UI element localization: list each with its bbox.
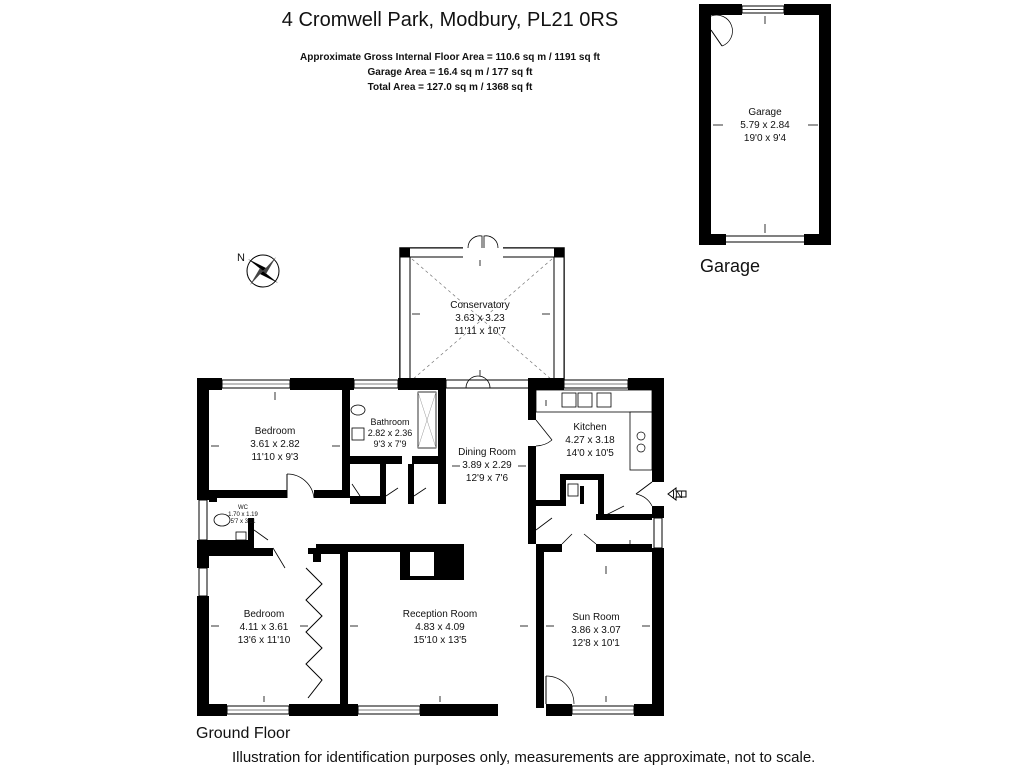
property-address-title: 4 Cromwell Park, Modbury, PL21 0RS <box>281 9 619 31</box>
entrance-arrow-icon: IN <box>667 487 687 501</box>
bathroom-metric: 2.82 x 2.36 <box>368 428 413 438</box>
ground-floor-walls <box>197 375 664 716</box>
wc-imperial: 5'7 x 3'11 <box>231 519 257 525</box>
compass-icon: N <box>237 252 280 288</box>
kitchen-worktop <box>535 389 653 413</box>
sunroom-label: Sun Room <box>572 612 619 623</box>
toilet-icon <box>350 404 366 416</box>
garage-wall-north-right <box>784 4 831 15</box>
kitchen-fixtures <box>535 389 653 471</box>
conservatory-door <box>467 235 483 249</box>
bedroom2-label: Bedroom <box>244 609 285 620</box>
bedroom2-imperial: 13'6 x 11'10 <box>238 635 291 646</box>
sunroom-metric: 3.86 x 3.07 <box>571 625 621 636</box>
garage-area: Garage Area = 16.4 sq m / 177 sq ft <box>367 67 533 78</box>
total-area: Total Area = 127.0 sq m / 1368 sq ft <box>367 82 533 93</box>
reception-imperial: 15'10 x 13'5 <box>413 635 467 646</box>
gross-internal-area: Approximate Gross Internal Floor Area = … <box>299 52 601 63</box>
basin-icon <box>351 427 365 441</box>
wc-metric: 1.70 x 1.19 <box>228 512 258 518</box>
entrance-label: IN <box>672 489 683 501</box>
wc-basin-icon <box>235 531 247 541</box>
bedroom1-metric: 3.61 x 2.82 <box>250 439 300 450</box>
sink-icon <box>561 392 577 408</box>
bedroom2-metric: 4.11 x 3.61 <box>240 622 289 633</box>
bedroom1-imperial: 11'10 x 9'3 <box>251 452 298 463</box>
wc-fixtures <box>213 513 247 541</box>
reception-label: Reception Room <box>403 609 477 620</box>
kitchen-metric: 4.27 x 3.18 <box>565 435 615 446</box>
garage-wall-north-left <box>699 4 742 15</box>
bathroom-label: Bathroom <box>370 417 409 427</box>
wc-label: WC <box>238 505 249 511</box>
garage-side-door <box>710 29 723 47</box>
wc-toilet-icon <box>213 513 231 527</box>
dining-imperial: 12'9 x 7'6 <box>466 473 509 484</box>
kitchen-label: Kitchen <box>573 422 606 433</box>
garage-metric: 5.79 x 2.84 <box>740 120 790 131</box>
dining-label: Dining Room <box>458 447 516 458</box>
garage-label: Garage <box>748 107 782 118</box>
internal-walls <box>209 378 652 708</box>
dining-metric: 3.89 x 2.29 <box>462 460 512 471</box>
reception-metric: 4.83 x 4.09 <box>415 622 465 633</box>
kitchen-imperial: 14'0 x 10'5 <box>566 448 614 459</box>
garage-plan-label: Garage <box>700 256 761 276</box>
conservatory-metric: 3.63 x 3.23 <box>455 313 505 324</box>
garage-plan: Garage 5.79 x 2.84 19'0 x 9'4 <box>699 4 831 245</box>
bathroom-imperial: 9'3 x 7'9 <box>374 439 407 449</box>
garage-wall-south-left <box>699 234 726 245</box>
bedroom1-label: Bedroom <box>255 426 296 437</box>
conservatory: Conservatory 3.63 x 3.23 11'11 x 10'7 <box>399 235 565 384</box>
dimension-ticks <box>211 260 650 702</box>
conservatory-label: Conservatory <box>450 300 509 311</box>
garage-wall-south-right <box>804 234 831 245</box>
disclaimer-footer: Illustration for identification purposes… <box>232 749 816 766</box>
conservatory-imperial: 11'11 x 10'7 <box>454 326 506 337</box>
hob-worktop <box>629 411 653 471</box>
ground-floor-label: Ground Floor <box>196 725 291 742</box>
compass-north-label: N <box>237 252 245 264</box>
garage-wall-east <box>819 4 831 245</box>
garage-imperial: 19'0 x 9'4 <box>744 133 787 144</box>
hob-icon <box>636 431 646 441</box>
sunroom-imperial: 12'8 x 10'1 <box>572 638 620 649</box>
garage-wall-west <box>699 4 711 245</box>
bathroom-fixtures <box>350 391 437 449</box>
